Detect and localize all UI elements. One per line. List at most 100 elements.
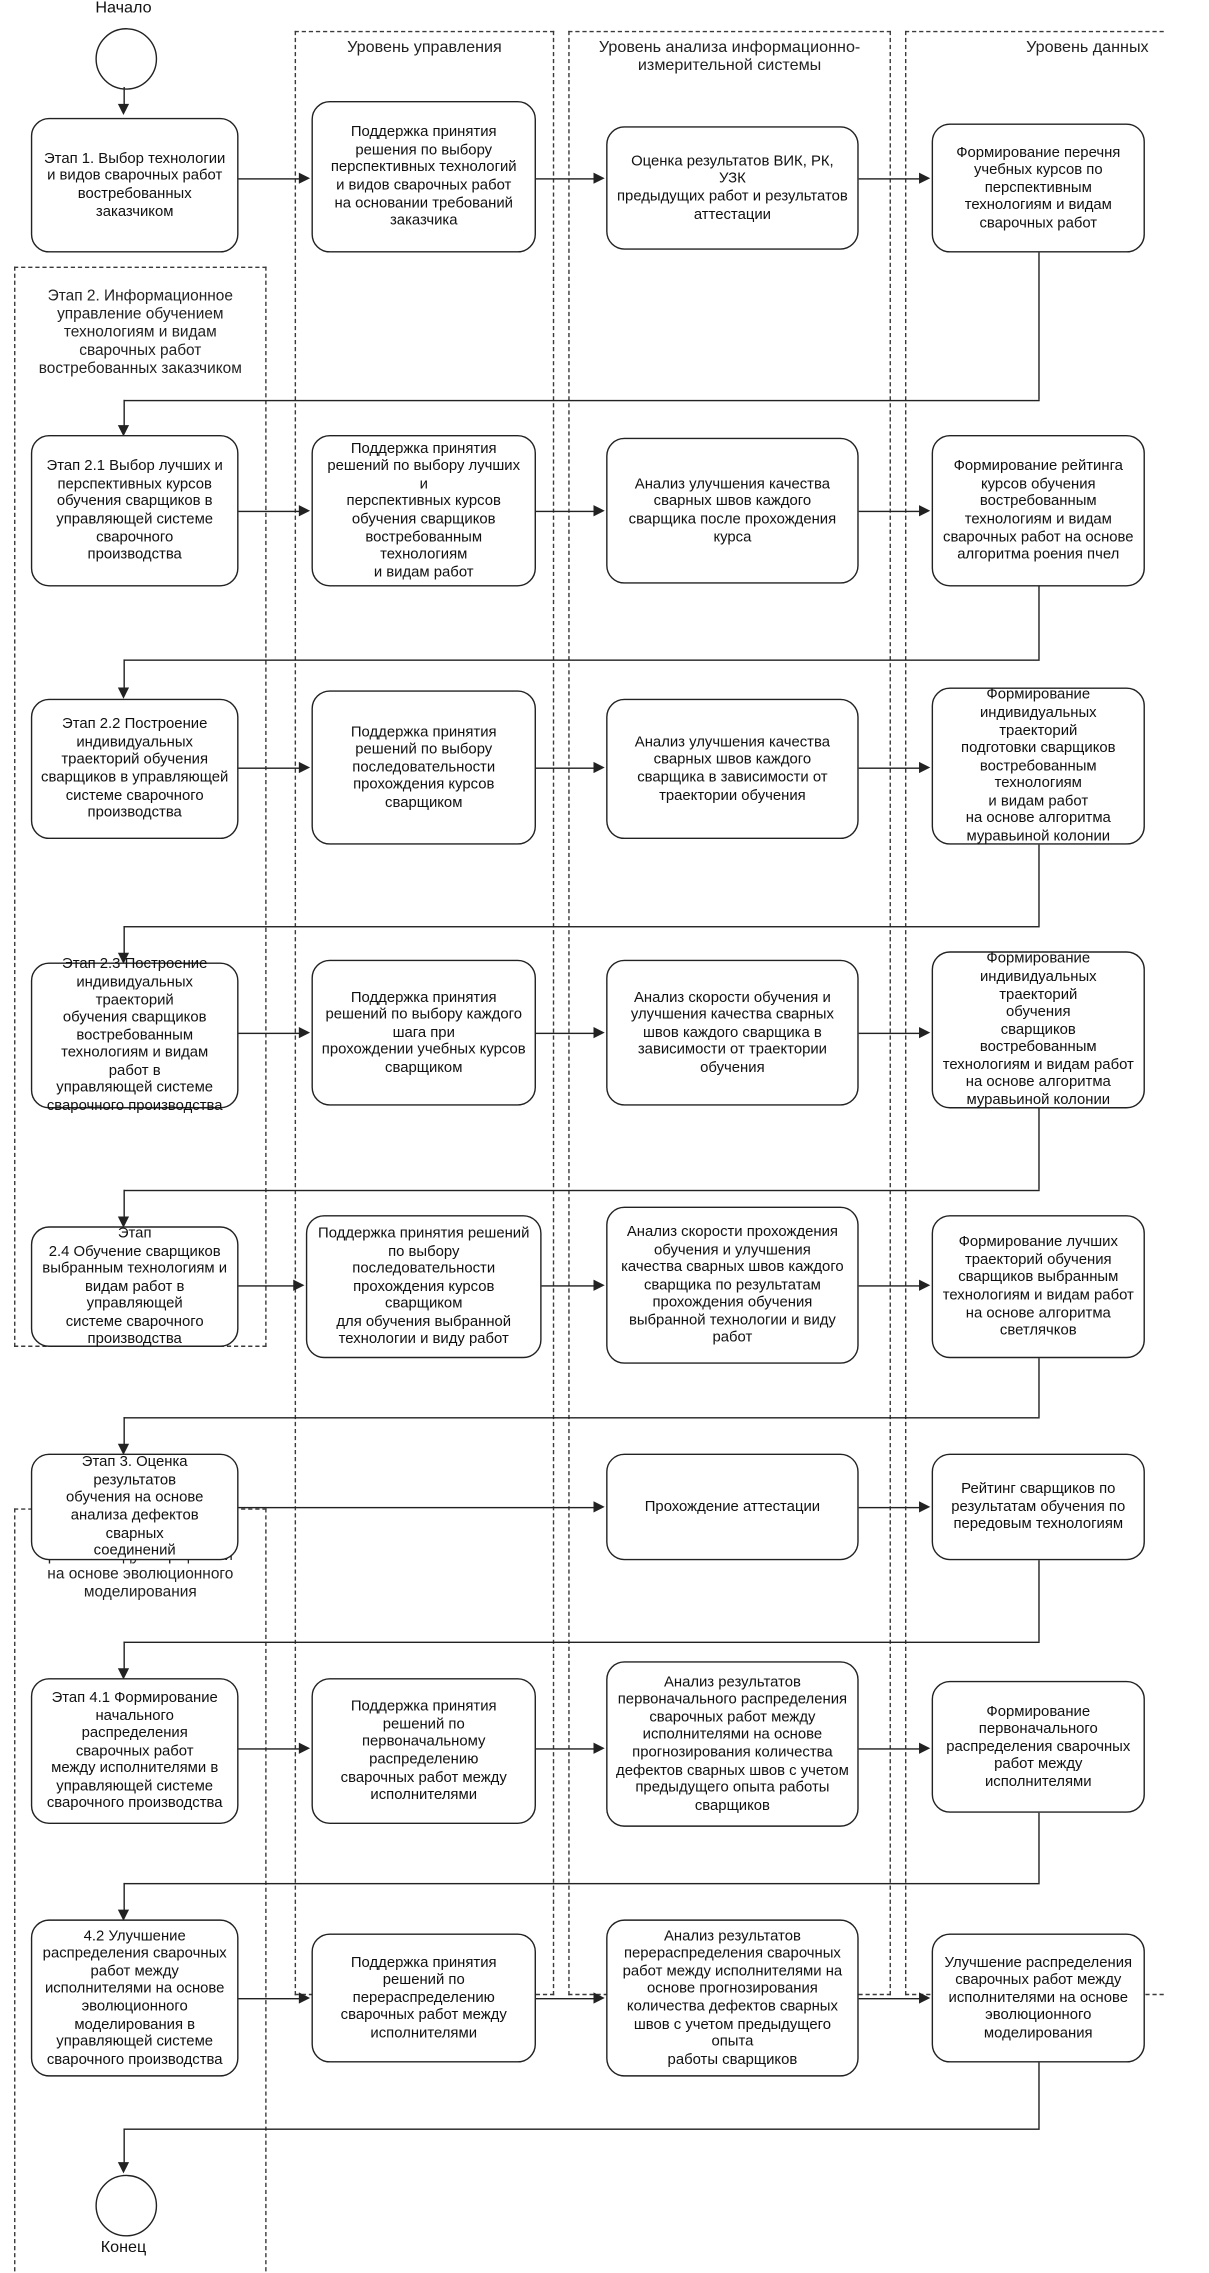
node-row5-col3-text: Анализ скорости прохождения обучения и у… xyxy=(621,1223,844,1347)
conn-r3-enter xyxy=(123,659,126,692)
conn-r6-c3-c4 xyxy=(858,1506,921,1509)
node-row7-col2-text: Поддержка принятия решений по первоначал… xyxy=(340,1698,507,1804)
node-row4-col2[interactable]: Поддержка принятия решений по выбору каж… xyxy=(311,959,536,1106)
conn-r6-c1-c3 xyxy=(238,1506,595,1509)
arrow-r8-c2-c3 xyxy=(593,1992,605,2004)
arrow-r6-c1-c3 xyxy=(593,1501,605,1513)
lane-control-title: Уровень управления xyxy=(347,39,502,57)
node-row3-col1-text: Этап 2.2 Построение индивидуальных траек… xyxy=(41,715,229,822)
node-row4-col2-text: Поддержка принятия решений по выбору каж… xyxy=(321,988,526,1077)
node-row8-col1[interactable]: 4.2 Улучшение распределения сварочных ра… xyxy=(30,1919,239,2077)
arrow-r2-enter xyxy=(117,425,130,437)
conn-r2-c2-c3 xyxy=(535,510,595,513)
arrow-r2-c2-c3 xyxy=(593,505,605,517)
conn-r5c4-down xyxy=(1038,1358,1041,1418)
arrow-r6-enter xyxy=(117,1443,130,1456)
node-row8-col3[interactable]: Анализ результатов перераспределения сва… xyxy=(606,1919,859,2077)
lane-data-title: Уровень данных xyxy=(1026,39,1149,57)
conn-r3-c3-c4 xyxy=(858,767,921,770)
node-row1-col4-text: Формирование перечня учебных курсов по п… xyxy=(956,143,1121,232)
node-row4-col4[interactable]: Формирование индивидуальных траекторий о… xyxy=(931,950,1145,1109)
node-row3-col3-text: Анализ улучшения качества сварных швов к… xyxy=(634,733,830,804)
end-label: Конец xyxy=(100,2239,147,2257)
node-row3-col1[interactable]: Этап 2.2 Построение индивидуальных траек… xyxy=(30,698,239,840)
arrow-r1-c2-c3 xyxy=(593,172,605,184)
node-row2-col2-text: Поддержка принятия решений по выбору луч… xyxy=(327,440,521,581)
arrow-r3-c2-c3 xyxy=(593,761,605,774)
node-row6-col4-text: Рейтинг сварщиков по результатам обучени… xyxy=(951,1480,1126,1533)
node-row5-col4[interactable]: Формирование лучших траекторий обучения … xyxy=(931,1215,1145,1359)
node-row5-col1[interactable]: Этап 2.4 Обучение сварщиков выбранным те… xyxy=(30,1224,239,1348)
node-row3-col2[interactable]: Поддержка принятия решений по выбору пос… xyxy=(311,690,536,845)
stage-group-2-label: Этап 2. Информационное управление обучен… xyxy=(38,287,242,378)
node-row4-col1-text: Этап 2.3 Построение индивидуальных траек… xyxy=(46,955,223,1115)
conn-r2c4-down xyxy=(1038,586,1041,660)
node-row4-col4-text: Формирование индивидуальных траекторий о… xyxy=(942,950,1134,1109)
node-row5-col2[interactable]: Поддержка принятия решений по выбору пос… xyxy=(305,1215,542,1359)
node-row2-col1[interactable]: Этап 2.1 Выбор лучших и перспективных ку… xyxy=(30,434,239,587)
node-row3-col3[interactable]: Анализ улучшения качества сварных швов к… xyxy=(606,698,859,840)
node-row4-col1[interactable]: Этап 2.3 Построение индивидуальных траек… xyxy=(30,956,239,1114)
conn-r7c4-down xyxy=(1038,1812,1041,1883)
conn-r8-c1-c2 xyxy=(238,1997,301,2000)
node-row7-col1[interactable]: Этап 4.1 Формирование начального распред… xyxy=(30,1678,239,1825)
conn-r2-c3-c4 xyxy=(858,510,921,513)
start-terminator xyxy=(95,28,158,90)
node-row5-col2-text: Поддержка принятия решений по выбору пос… xyxy=(318,1224,530,1348)
node-row1-col4[interactable]: Формирование перечня учебных курсов по п… xyxy=(931,123,1145,253)
arrow-r4-c3-c4 xyxy=(919,1027,931,1039)
node-row5-col4-text: Формирование лучших траекторий обучения … xyxy=(942,1233,1134,1339)
node-row2-col4[interactable]: Формирование рейтинга курсов обучения во… xyxy=(931,434,1145,587)
conn-r5-c1-c2 xyxy=(238,1285,298,1288)
arrow-r7-c1-c2 xyxy=(298,1742,311,1754)
node-row2-col2[interactable]: Поддержка принятия решений по выбору луч… xyxy=(311,434,536,587)
conn-r1-c2-c3 xyxy=(535,178,595,181)
node-row1-col2-text: Поддержка принятия решения по выбору пер… xyxy=(330,123,517,229)
conn-r4-c2-c3 xyxy=(535,1032,595,1035)
node-row1-col1-text: Этап 1. Выбор технологии и видов сварочн… xyxy=(43,149,226,220)
node-row7-col3[interactable]: Анализ результатов первоначального распр… xyxy=(606,1661,859,1827)
node-row7-col2[interactable]: Поддержка принятия решений по первоначал… xyxy=(311,1678,536,1825)
conn-r4-enter xyxy=(123,926,126,957)
node-row4-col3[interactable]: Анализ скорости обучения и улучшения кач… xyxy=(606,959,859,1106)
conn-r7-c2-c3 xyxy=(535,1748,595,1751)
node-row1-col1[interactable]: Этап 1. Выбор технологии и видов сварочн… xyxy=(30,117,239,253)
node-row1-col3[interactable]: Оценка результатов ВИК, РК, УЗК предыдущ… xyxy=(606,126,859,250)
arrow-r5-c1-c2 xyxy=(293,1279,305,1291)
node-row6-col1[interactable]: Этап 3. Оценка результатов обучения на о… xyxy=(30,1453,239,1561)
arrow-r7-c2-c3 xyxy=(593,1742,605,1754)
node-row1-col2[interactable]: Поддержка принятия решения по выбору пер… xyxy=(311,101,536,253)
node-row2-col3[interactable]: Анализ улучшения качества сварных швов к… xyxy=(606,437,859,584)
conn-r7-c1-c2 xyxy=(238,1748,301,1751)
arrow-r2-c1-c2 xyxy=(298,505,311,517)
arrow-r2-c3-c4 xyxy=(919,505,931,517)
arrow-end xyxy=(117,2162,130,2174)
node-row4-col3-text: Анализ скорости обучения и улучшения кач… xyxy=(630,988,834,1077)
conn-r8c4-down xyxy=(1038,2062,1041,2129)
node-row5-col1-text: Этап 2.4 Обучение сварщиков выбранным те… xyxy=(42,1224,228,1348)
conn-r6c4-down xyxy=(1038,1560,1041,1642)
conn-end-down xyxy=(123,2128,126,2165)
conn-r6c4-left xyxy=(123,1641,1040,1644)
node-row5-col3[interactable]: Анализ скорости прохождения обучения и у… xyxy=(606,1206,859,1364)
conn-r6-enter xyxy=(123,1417,126,1448)
arrow-r5-c3-c4 xyxy=(919,1279,931,1291)
node-row8-col2[interactable]: Поддержка принятия решений по перераспре… xyxy=(311,1933,536,2063)
node-row8-col1-text: 4.2 Улучшение распределения сварочных ра… xyxy=(42,1927,227,2068)
node-row6-col3[interactable]: Прохождение аттестации xyxy=(606,1453,859,1561)
conn-r2c4-left xyxy=(123,659,1040,662)
conn-r4-c3-c4 xyxy=(858,1032,921,1035)
node-row8-col4[interactable]: Улучшение распределения сварочных работ … xyxy=(931,1933,1145,2063)
flowchart-canvas: Начало Уровень управления Уровень анализ… xyxy=(14,0,1165,2273)
conn-r1-c3-c4 xyxy=(858,178,921,181)
node-row2-col1-text: Этап 2.1 Выбор лучших и перспективных ку… xyxy=(46,457,223,563)
node-row2-col4-text: Формирование рейтинга курсов обучения во… xyxy=(943,457,1134,563)
node-row3-col4[interactable]: Формирование индивидуальных траекторий п… xyxy=(931,687,1145,845)
node-row7-col4-text: Формирование первоначального распределен… xyxy=(946,1702,1131,1791)
node-row7-col4[interactable]: Формирование первоначального распределен… xyxy=(931,1680,1145,1813)
arrow-r4-enter xyxy=(117,952,130,964)
node-row6-col4[interactable]: Рейтинг сварщиков по результатам обучени… xyxy=(931,1453,1145,1561)
stage-group-4 xyxy=(14,1508,267,2273)
arrow-r5-enter xyxy=(117,1216,130,1228)
conn-r3-c1-c2 xyxy=(238,767,301,770)
